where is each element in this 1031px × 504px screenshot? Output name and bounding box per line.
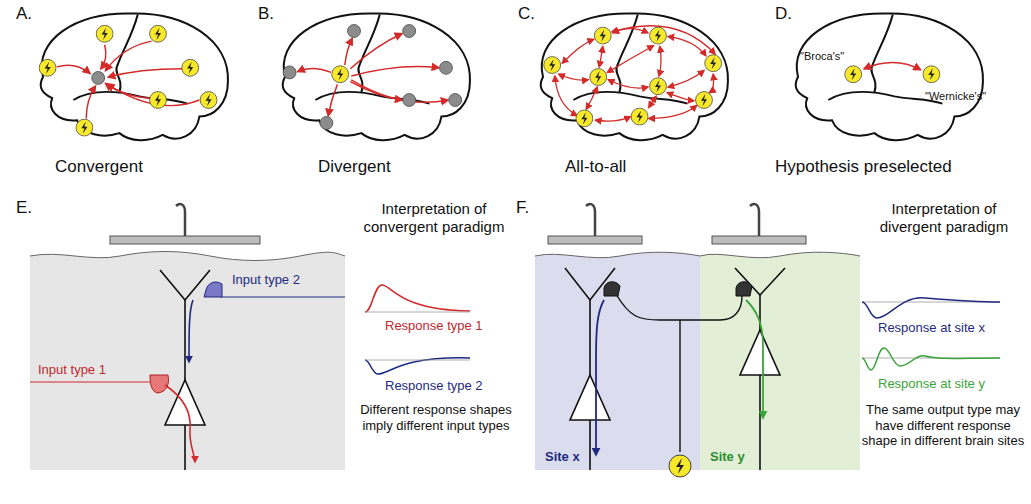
brain-preselected: [796, 13, 983, 140]
response-label: Response type 1: [385, 318, 483, 334]
area-label: "Wernicke's": [925, 90, 986, 103]
site-region: Site y: [700, 256, 860, 470]
brain-all-to-all: [541, 13, 728, 140]
brain-divergent: [283, 13, 470, 140]
input-label: Input type 1: [38, 362, 106, 378]
panel-letter: D.: [775, 4, 792, 24]
panel-caption: Hypothesis preselected: [775, 157, 952, 177]
panel-letter: A.: [16, 4, 32, 24]
brain-convergent: [39, 13, 228, 140]
area-label: "Broca's": [800, 50, 844, 63]
panel-letter: C.: [518, 4, 535, 24]
note-text: Different response shapes imply differen…: [345, 402, 527, 433]
panel-letter: F.: [516, 198, 529, 218]
panel-caption: Divergent: [318, 157, 391, 177]
note-text: The same output type may have different …: [860, 402, 1026, 449]
site-label: Site y: [710, 449, 745, 464]
panel-heading: Interpretation of divergent paradigm: [862, 200, 1026, 236]
response-label: Response at site y: [878, 376, 985, 392]
response-label: Response at site x: [878, 320, 985, 336]
response-label: Response type 2: [385, 378, 483, 394]
panel-caption: Convergent: [55, 157, 143, 177]
input-label: Input type 2: [232, 272, 300, 288]
site-label: Site x: [545, 449, 580, 464]
panel-letter: E.: [16, 198, 32, 218]
site-region: Site x: [535, 256, 700, 470]
panel-letter: B.: [258, 4, 274, 24]
panel-caption: All-to-all: [565, 157, 626, 177]
panel-heading: Interpretation of convergent paradigm: [345, 200, 523, 236]
